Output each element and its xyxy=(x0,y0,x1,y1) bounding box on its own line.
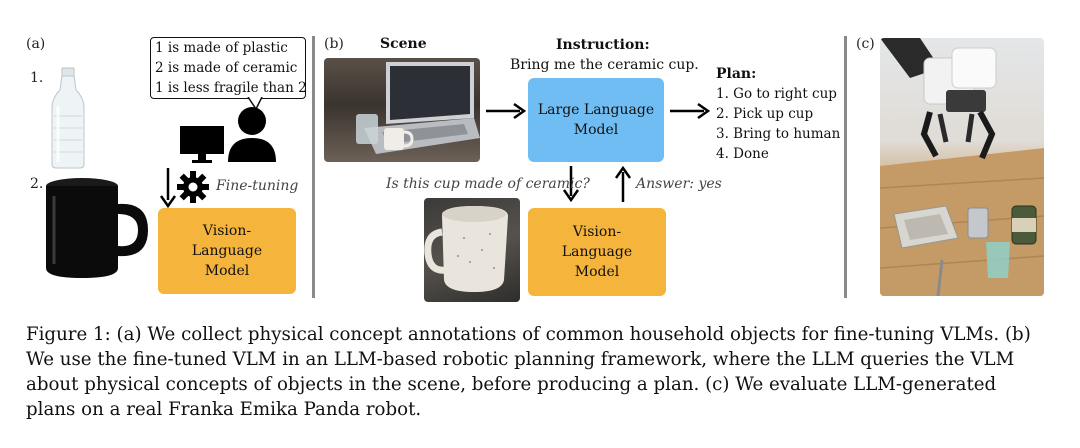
scene-photo xyxy=(324,58,480,162)
fine-tuning-label: Fine-tuning xyxy=(216,178,299,194)
divider-b-c xyxy=(844,36,847,298)
item-1-number: 1. xyxy=(30,70,44,86)
query-question: Is this cup made of ceramic? xyxy=(386,176,590,192)
scene-label: Scene xyxy=(380,36,427,52)
vlm-box-a: Vision-Language Model xyxy=(158,208,296,294)
query-answer: Answer: yes xyxy=(636,176,722,192)
annotation-line-3: 1 is less fragile than 2 xyxy=(155,80,307,96)
panel-b-label: (b) xyxy=(324,36,344,52)
annotation-line-2: 2 is made of ceramic xyxy=(155,60,298,76)
vlm-box-b: Vision-Language Model xyxy=(528,208,666,296)
instruction-label: Instruction: xyxy=(556,37,650,53)
plastic-bottle-image xyxy=(51,67,85,169)
gear-icon xyxy=(177,171,209,203)
down-arrow-query-icon xyxy=(562,166,580,202)
caption-line-4: plans on a real Franka Emika Panda robot… xyxy=(26,399,422,420)
down-arrow-icon xyxy=(159,168,177,208)
llm-box: Large Language Model xyxy=(528,78,664,162)
panel-c-label: (c) xyxy=(856,36,875,52)
caption-line-2: We use the fine-tuned VLM in an LLM-base… xyxy=(26,349,1015,370)
plan-step-4: 4. Done xyxy=(716,146,769,162)
plan-step-3: 3. Bring to human xyxy=(716,126,841,142)
annotator-person-icon xyxy=(228,107,276,162)
instruction-text: Bring me the ceramic cup. xyxy=(510,57,699,73)
figure-caption: Figure 1: (a) We collect physical concep… xyxy=(26,322,1066,422)
cup-crop-photo xyxy=(424,198,520,302)
plan-label: Plan: xyxy=(716,66,757,82)
plan-step-1: 1. Go to right cup xyxy=(716,86,837,102)
annotation-speech-bubble: 1 is made of plastic 2 is made of cerami… xyxy=(150,37,307,99)
robot-photo xyxy=(880,38,1044,296)
plan-step-2: 2. Pick up cup xyxy=(716,106,814,122)
annotation-line-1: 1 is made of plastic xyxy=(155,40,288,56)
panel-a-label: (a) xyxy=(26,36,46,52)
item-2-number: 2. xyxy=(30,176,44,192)
divider-a-b xyxy=(312,36,315,298)
caption-line-3: about physical concepts of objects in th… xyxy=(26,374,997,395)
caption-line-1: Figure 1: (a) We collect physical concep… xyxy=(26,324,1031,345)
right-arrow-plan-icon xyxy=(670,102,710,120)
ceramic-mug-image xyxy=(46,178,148,278)
right-arrow-icon xyxy=(486,102,526,120)
up-arrow-answer-icon xyxy=(614,166,632,202)
monitor-icon xyxy=(180,126,224,163)
